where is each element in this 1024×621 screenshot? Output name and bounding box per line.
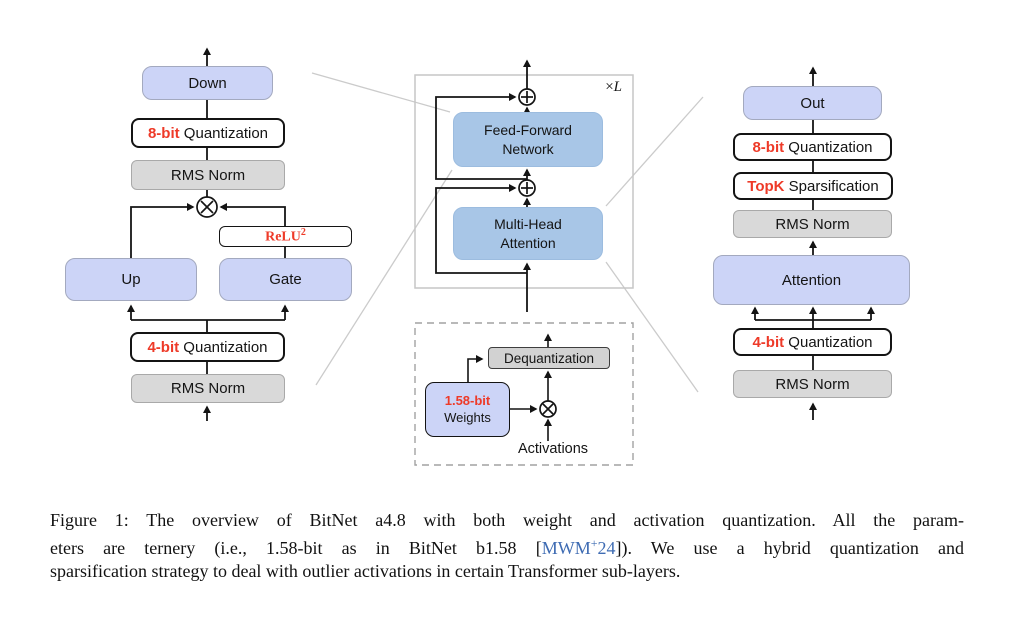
out-projection-label: Out	[800, 94, 825, 112]
add-icon	[518, 88, 536, 106]
zoom-connector-lines	[311, 72, 704, 393]
transformer-block-frame	[414, 74, 634, 289]
layer-count-variable: L	[613, 79, 622, 95]
feed-forward-network-label: Feed-Forward Network	[484, 121, 572, 157]
add-icon	[518, 179, 536, 197]
up-projection-label: Up	[121, 271, 141, 288]
gate-projection-node: Gate	[219, 258, 352, 301]
rms-norm-label: RMS Norm	[170, 380, 246, 397]
quant-8bit-node: 8-bit Quantization	[131, 118, 285, 148]
rms-norm-label: RMS Norm	[170, 166, 246, 184]
caption-line-1: Figure 1: The overview of BitNet a4.8 wi…	[50, 510, 964, 530]
quant-4bit-node: 4-bit Quantization	[733, 328, 892, 356]
activations-label: Activations	[517, 441, 589, 457]
citation-year: 24	[597, 538, 616, 558]
out-projection-node: Out	[743, 86, 882, 120]
quant-8bit-label: 8-bit Quantization	[752, 138, 873, 156]
quant-4bit-label: 4-bit Quantization	[147, 338, 268, 356]
transformer-block-flow-lines	[435, 59, 531, 312]
quant-4bit-label: 4-bit Quantization	[752, 333, 873, 351]
up-projection-node: Up	[65, 258, 197, 301]
rms-norm-node: RMS Norm	[733, 370, 892, 398]
quant-8bit-label: 8-bit Quantization	[147, 124, 269, 142]
feed-forward-network-node: Feed-Forward Network	[453, 112, 603, 167]
ternary-weights-node: 1.58-bit Weights	[425, 382, 510, 437]
matmul-detail-flow-lines	[467, 333, 552, 441]
rms-norm-node: RMS Norm	[131, 374, 285, 403]
rms-norm-node: RMS Norm	[131, 160, 285, 190]
citation-link[interactable]: MWM+24	[541, 536, 616, 558]
attention-detail-flow-lines	[751, 66, 875, 420]
citation-text: MWM	[541, 538, 591, 558]
rms-norm-label: RMS Norm	[775, 375, 850, 393]
caption-line-2: eters are ternery (i.e., 1.58-bit as in …	[50, 532, 964, 560]
caption-text: eters are ternery (i.e., 1.58-bit as in …	[50, 538, 542, 558]
multiply-icon	[196, 196, 218, 218]
quant-4bit-node: 4-bit Quantization	[130, 332, 285, 362]
matmul-detail-frame	[414, 322, 634, 466]
caption-line-3: sparsification strategy to deal with out…	[50, 561, 681, 581]
multi-head-attention-label: Multi-Head Attention	[494, 215, 562, 251]
figure-caption: Figure 1: The overview of BitNet a4.8 wi…	[50, 509, 964, 583]
ternary-weights-label: 1.58-bit Weights	[444, 392, 491, 425]
down-projection-node: Down	[142, 66, 273, 100]
times-symbol: ×	[605, 79, 614, 95]
attention-label: Attention	[781, 271, 842, 289]
topk-sparsification-label: TopK Sparsification	[747, 177, 879, 195]
repeat-count-label: ×L	[570, 79, 622, 99]
attention-node: Attention	[713, 255, 910, 305]
multi-head-attention-node: Multi-Head Attention	[453, 207, 603, 260]
relu-squared-node: ReLU2	[219, 226, 352, 247]
multiply-icon	[539, 400, 557, 418]
down-projection-label: Down	[188, 74, 227, 92]
relu-squared-label: ReLU2	[265, 227, 306, 245]
dequantization-label: Dequantization	[503, 350, 595, 366]
topk-sparsification-node: TopK Sparsification	[733, 172, 893, 200]
dequantization-node: Dequantization	[488, 347, 610, 369]
citation-superscript: +	[590, 536, 598, 550]
gate-projection-label: Gate	[269, 271, 302, 288]
rms-norm-label: RMS Norm	[775, 215, 850, 233]
caption-text: ]). We use a hybrid quantization and	[615, 538, 964, 558]
quant-8bit-node: 8-bit Quantization	[733, 133, 892, 161]
rms-norm-node: RMS Norm	[733, 210, 892, 238]
